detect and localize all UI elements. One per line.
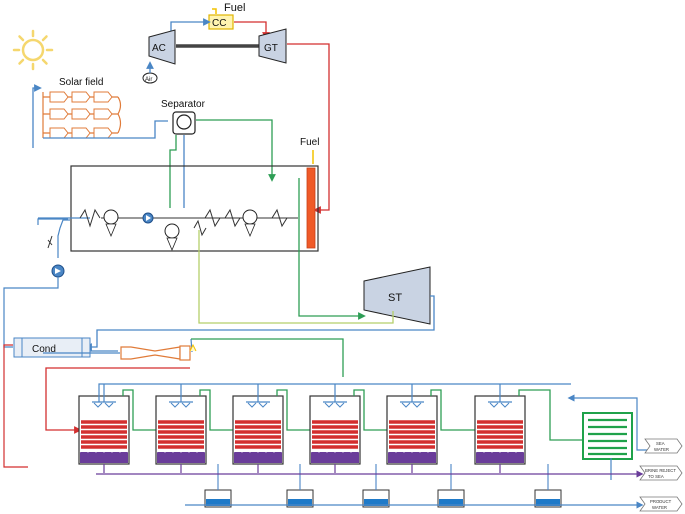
brine-reject-line-1: BRINE REJECT <box>645 468 676 473</box>
brine-pool <box>234 452 282 463</box>
fuel-hrsg-label: Fuel <box>300 137 319 148</box>
brine-pool <box>388 452 436 463</box>
fuel-top-label: Fuel <box>224 2 245 14</box>
brine-pool <box>157 452 205 463</box>
flash-box-water <box>206 499 230 506</box>
spray-nozzle <box>401 402 422 408</box>
brine-surface <box>310 450 360 453</box>
flash-box-water <box>364 499 388 506</box>
brine-surface <box>79 450 129 453</box>
vapor-line <box>199 389 233 431</box>
outlet-sea-water: SEA WATER <box>644 438 683 454</box>
outlet-product-water: PRODUCT WATER <box>639 496 683 512</box>
air-label: Air <box>145 77 152 83</box>
steam-turbine: ST <box>84 178 435 351</box>
condensate-loop: Cond <box>3 218 118 468</box>
brine-reject-line-2: TO SEA <box>648 474 664 479</box>
product-water-line-1: PRODUCT <box>650 499 672 504</box>
brine-pool <box>311 452 359 463</box>
flash-box-water <box>439 499 463 506</box>
sea-water-line-2: WATER <box>654 447 669 452</box>
product-water-line-2: WATER <box>652 505 667 510</box>
hrsg-box: Fuel <box>38 137 319 252</box>
med-effects <box>78 384 583 508</box>
sun-icon <box>12 29 54 71</box>
st-label: ST <box>388 292 402 304</box>
separator-label: Separator <box>161 99 206 110</box>
air-compressor <box>148 29 176 65</box>
thermo-compressor <box>43 338 344 434</box>
brine-surface <box>387 450 437 453</box>
gas-turbine-block: Fuel CC AC GT Air <box>142 2 330 214</box>
brine-surface <box>475 450 525 453</box>
final-condenser <box>567 394 650 480</box>
spray-nozzle <box>170 402 191 408</box>
outlet-brine-reject: BRINE REJECT TO SEA <box>639 465 683 481</box>
flash-box-water <box>536 499 560 506</box>
spray-nozzle <box>247 402 268 408</box>
cond-label: Cond <box>32 344 56 355</box>
vapor-line <box>276 389 310 431</box>
vapor-line <box>518 389 583 441</box>
ac-label: AC <box>152 43 166 54</box>
vapor-line <box>430 389 475 431</box>
gt-label: GT <box>264 43 278 54</box>
gas-turbine <box>258 28 287 64</box>
spray-nozzle <box>93 402 114 408</box>
duct-burner <box>306 167 316 249</box>
vapor-line <box>353 389 387 431</box>
flash-box-water <box>288 499 312 506</box>
spray-nozzle <box>489 402 510 408</box>
separator: Separator <box>161 99 276 208</box>
spray-nozzle <box>324 402 345 408</box>
vapor-line <box>122 389 156 431</box>
brine-pool <box>80 452 128 463</box>
brine-pool <box>476 452 524 463</box>
cc-label: CC <box>212 18 226 29</box>
brine-surface <box>233 450 283 453</box>
condenser <box>13 337 91 358</box>
solar-field-label: Solar field <box>59 77 103 88</box>
sea-water-line-1: SEA <box>656 441 665 446</box>
brine-surface <box>156 450 206 453</box>
solar-field: Solar field <box>32 77 168 148</box>
